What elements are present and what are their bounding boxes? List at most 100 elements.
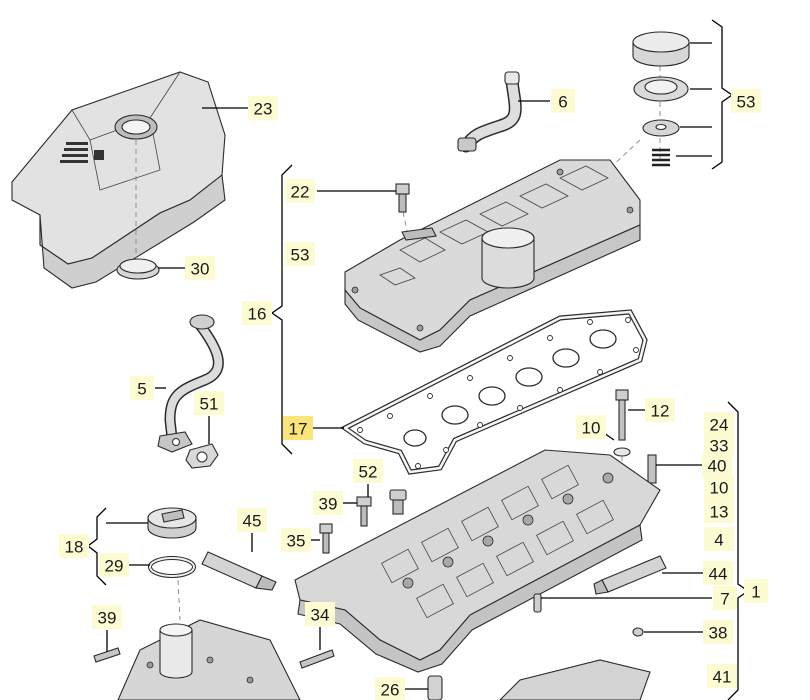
callout-number: 44 [709, 565, 728, 584]
callout-number: 41 [713, 668, 732, 687]
callout-44: 44 [703, 561, 733, 585]
ball-38-part [632, 627, 644, 637]
sealing-plug-part [116, 140, 160, 280]
callout-number: 10 [582, 419, 601, 438]
callout-box [551, 89, 575, 113]
callout-17: 17 [283, 416, 313, 440]
callout-53: 53 [731, 89, 761, 113]
callout-number: 53 [737, 93, 756, 112]
callout-box [713, 586, 737, 610]
callout-box [707, 664, 737, 688]
oil-pan-part [499, 659, 651, 700]
callout-box [283, 416, 313, 440]
callout-box [285, 242, 315, 266]
callout-number: 39 [319, 495, 338, 514]
oil-return-pipe-part [157, 314, 224, 453]
callout-23: 23 [248, 96, 278, 120]
callout-22: 22 [285, 179, 315, 203]
callout-number: 29 [105, 557, 124, 576]
callout-41: 41 [707, 664, 737, 688]
callout-box [576, 415, 606, 439]
callout-number: 7 [720, 590, 729, 609]
callout-number: 45 [243, 512, 262, 531]
cylinder-head-cover-part [344, 159, 641, 353]
callout-number: 30 [191, 260, 210, 279]
callout-box [704, 412, 734, 436]
callout-number: 10 [710, 479, 729, 498]
callout-number: 6 [558, 93, 567, 112]
callout-box [285, 179, 315, 203]
callout-24: 24 [704, 412, 734, 436]
callout-number: 51 [200, 395, 219, 414]
callout-number: 17 [289, 420, 308, 439]
callout-40: 40 [702, 453, 732, 477]
callout-box [731, 89, 761, 113]
callout-box [248, 96, 278, 120]
callout-box [59, 534, 89, 558]
callout-number: 26 [381, 681, 400, 700]
callout-51: 51 [194, 391, 224, 415]
callout-number: 40 [708, 457, 727, 476]
callout-53: 53 [285, 242, 315, 266]
callout-number: 24 [710, 416, 729, 435]
callout-39: 39 [92, 605, 122, 629]
callout-number: 1 [751, 583, 760, 602]
callout-7: 7 [713, 586, 737, 610]
callout-box [704, 499, 734, 523]
callout-number: 13 [710, 503, 729, 522]
callout-16: 16 [242, 301, 272, 325]
callout-number: 23 [254, 100, 273, 119]
sealant-tube-45-part [201, 551, 277, 591]
callout-52: 52 [353, 459, 383, 483]
dowel-pin-part [533, 593, 542, 613]
callout-box [703, 561, 733, 585]
callout-29: 29 [99, 553, 129, 577]
callout-number: 18 [65, 538, 84, 557]
callout-6: 6 [551, 89, 575, 113]
stud-34-part [299, 649, 335, 669]
callout-number: 35 [287, 532, 306, 551]
callout-13: 13 [704, 499, 734, 523]
callout-number: 53 [291, 246, 310, 265]
oil-filler-cap-part [147, 507, 197, 621]
callout-box [353, 459, 383, 483]
callout-10: 10 [576, 415, 606, 439]
callout-box [313, 491, 343, 515]
callout-35: 35 [281, 528, 311, 552]
callout-5: 5 [130, 376, 154, 400]
leader-lines [106, 42, 712, 690]
callout-39: 39 [313, 491, 343, 515]
callout-45: 45 [237, 508, 267, 532]
bolt-22-part [395, 183, 411, 246]
callout-number: 38 [709, 624, 728, 643]
callout-18: 18 [59, 534, 89, 558]
callout-box [305, 602, 335, 626]
engine-cover-part [11, 71, 226, 289]
callout-number: 5 [137, 380, 146, 399]
callout-box [281, 528, 311, 552]
sensor-26-part [427, 675, 443, 700]
bolt-12-part [613, 389, 631, 485]
callout-12: 12 [645, 398, 675, 422]
callout-box [130, 376, 154, 400]
callout-number: 33 [710, 437, 729, 456]
callout-box [99, 553, 129, 577]
bracket-53-group [711, 19, 734, 170]
callout-number: 12 [651, 402, 670, 421]
screw-52-part [389, 489, 407, 515]
callout-number: 16 [248, 305, 267, 324]
timing-cover-part [117, 619, 301, 700]
callout-34: 34 [305, 602, 335, 626]
callout-number: 52 [359, 463, 378, 482]
breather-hose-part [457, 71, 522, 153]
callout-4: 4 [704, 527, 734, 551]
sealant-tube-44-part [593, 555, 667, 595]
callout-number: 39 [98, 609, 117, 628]
callout-26: 26 [375, 677, 405, 700]
bolt-39-lower-part [93, 647, 121, 663]
screw-39-part [356, 496, 372, 527]
callout-box [194, 391, 224, 415]
bracket-16-group [270, 164, 293, 455]
bolt-35-part [319, 523, 333, 554]
